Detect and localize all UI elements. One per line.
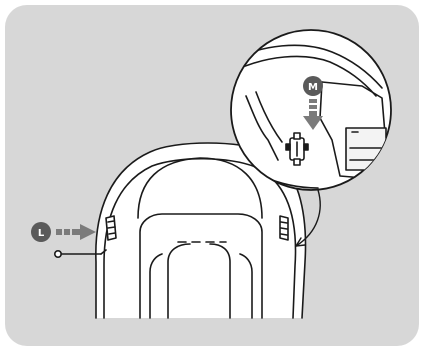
callout-l: L [31,222,96,242]
callout-m-label: M [308,82,318,93]
callout-l-label: L [38,228,45,239]
callout-l-arrow-icon [56,224,96,240]
magnifier-circle-icon [231,30,391,190]
